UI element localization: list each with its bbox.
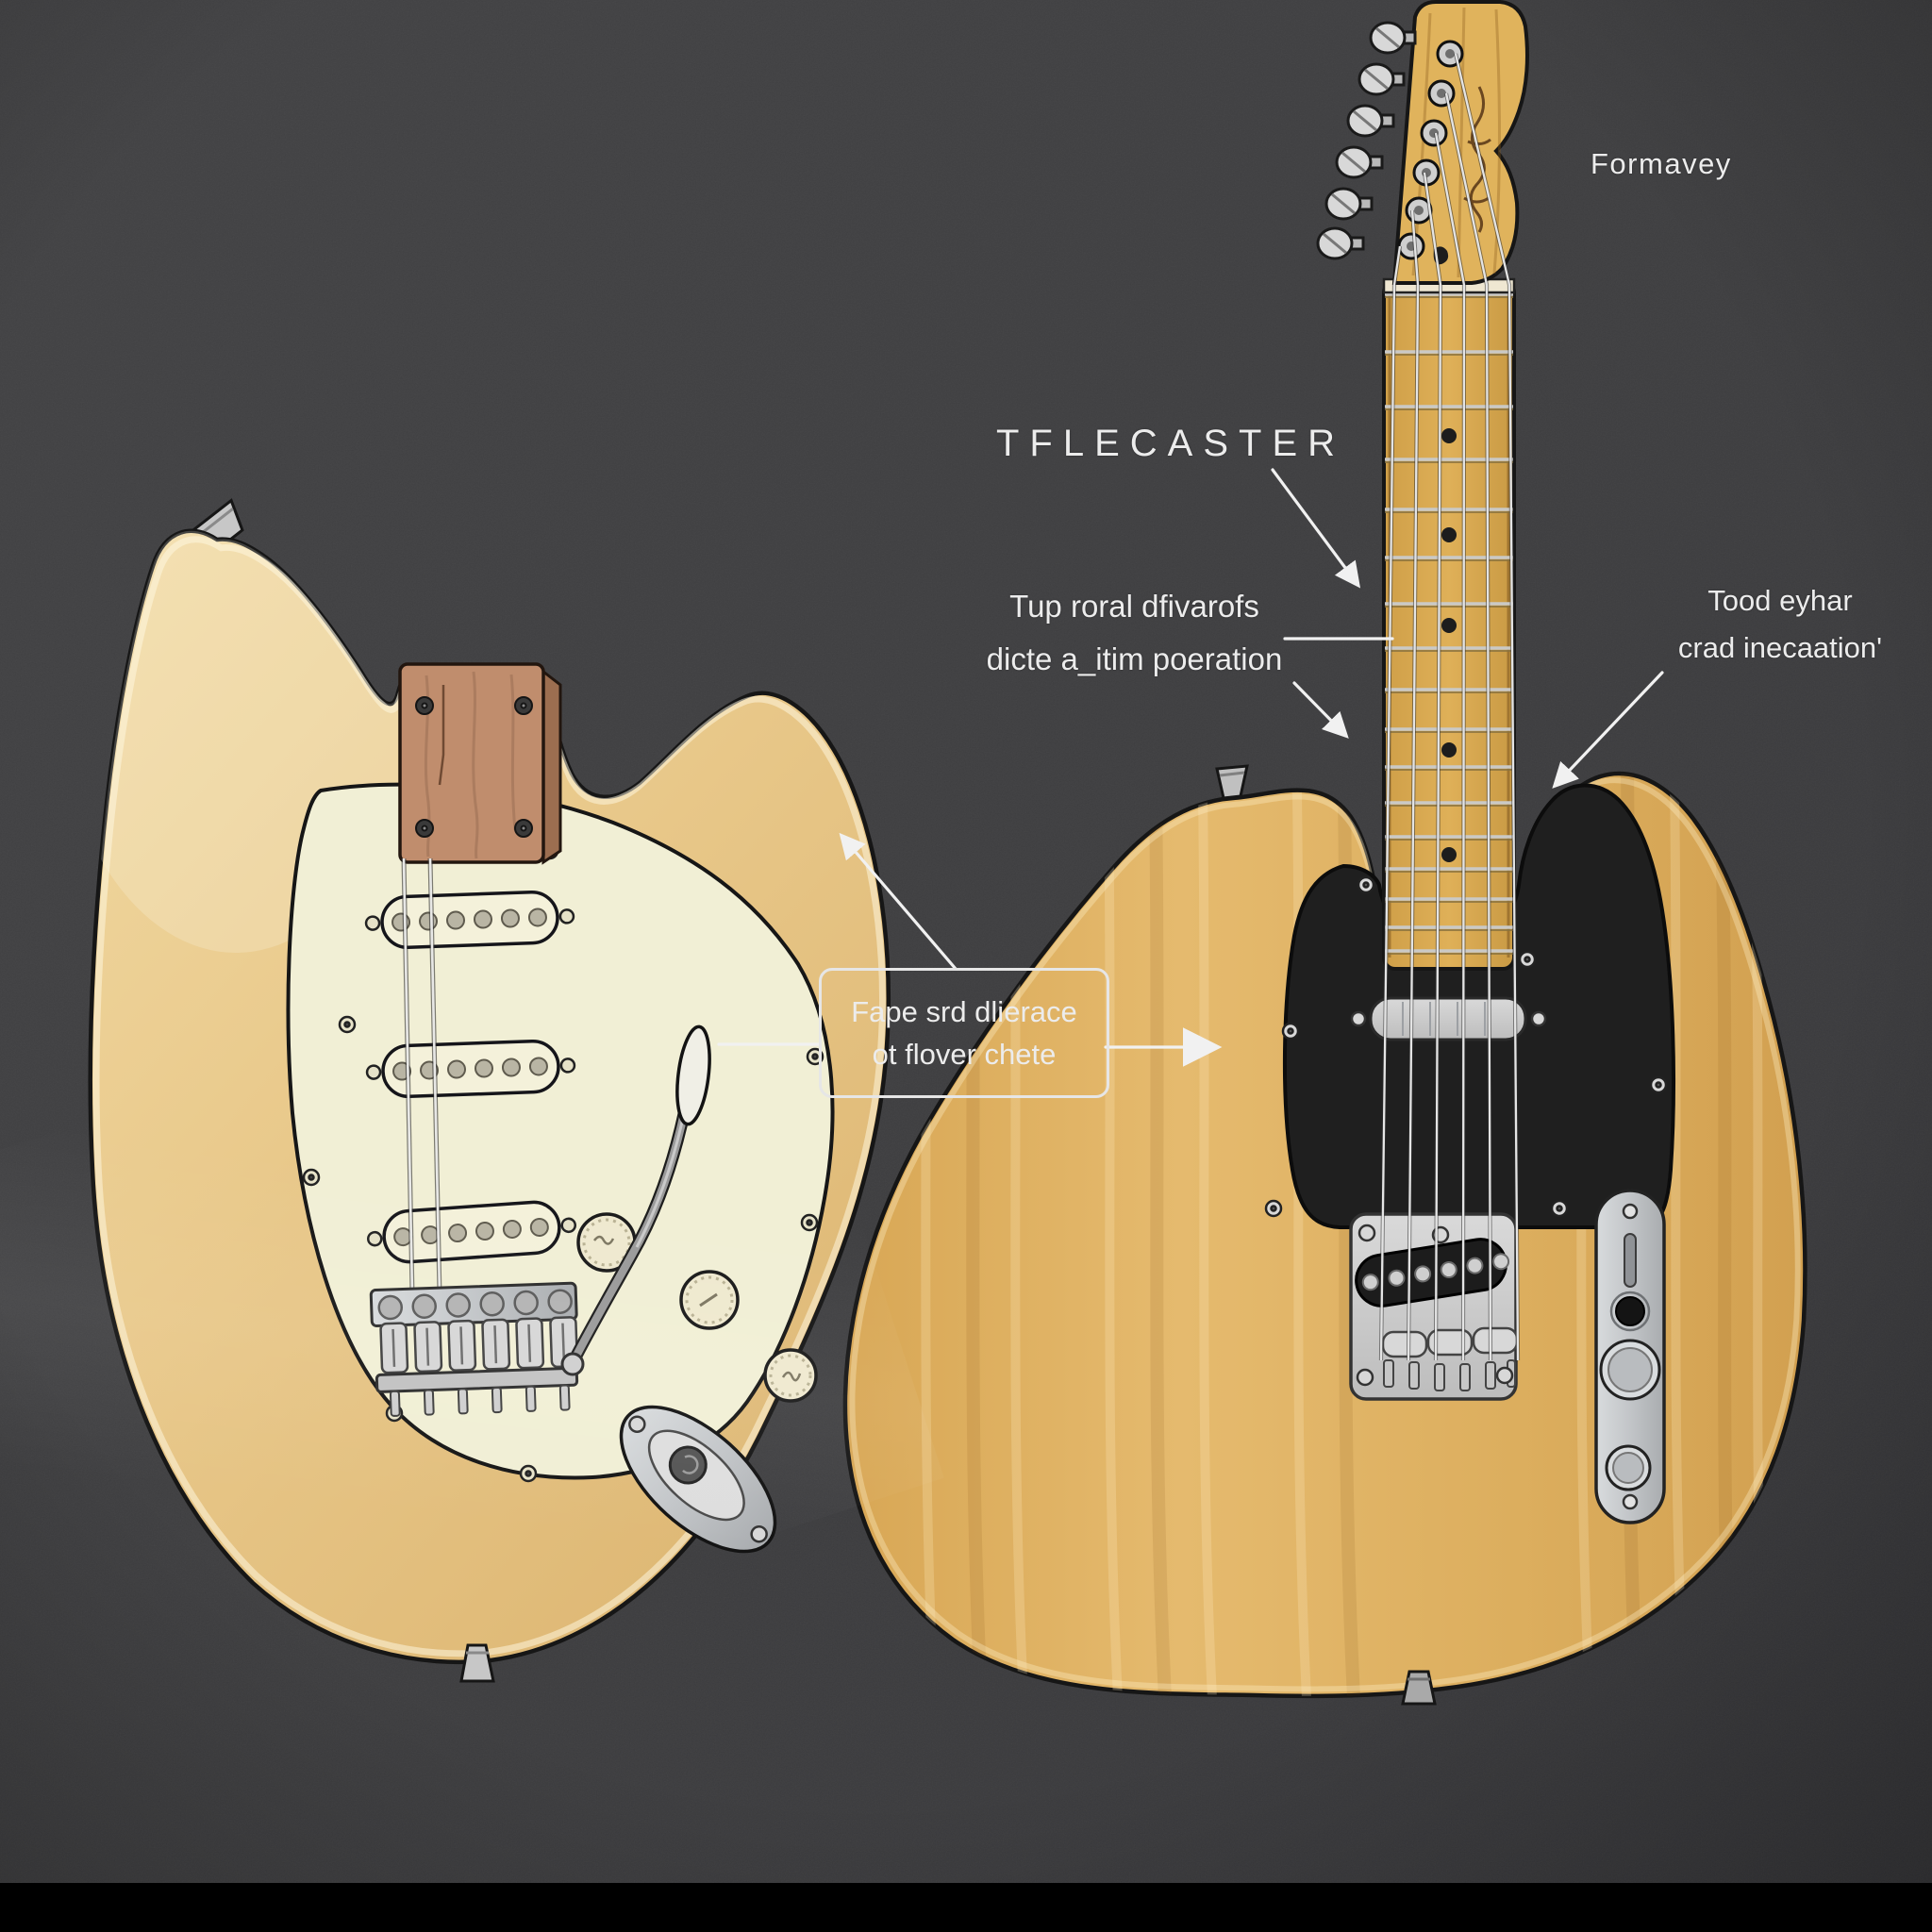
tele-strings (1378, 53, 1521, 1361)
annotation-arrows (717, 468, 1664, 1067)
tele-pickguard-screws (1264, 875, 1668, 1218)
body-annotation-line1: Tood eyhar (1707, 584, 1853, 617)
stratocaster-illustration (88, 498, 891, 1683)
arrow-body-note-to-body (1552, 671, 1664, 789)
body-annotation-line2: crad inecaation' (1677, 631, 1883, 664)
tele-inlay-dots (1441, 428, 1457, 862)
strat-tremolo-arm (560, 1024, 711, 1376)
bottom-black-bar (0, 1883, 1932, 1932)
strat-middle-pickup (365, 1039, 576, 1099)
neck-annotation-line1: Tup roral dfivarofs (1009, 589, 1259, 624)
tele-bridge-assembly (1349, 1212, 1519, 1401)
callout-line1: Fape srd dlierace (851, 995, 1077, 1028)
strat-output-jack (619, 1405, 777, 1554)
strat-tone-knob-1 (679, 1270, 740, 1330)
callout-line2: ot flover chete (872, 1038, 1057, 1071)
tele-tuners (1316, 21, 1464, 260)
tele-strap-button-bottom (1401, 1670, 1437, 1706)
strat-bridge-pickup (367, 1200, 576, 1264)
tele-neck (1382, 277, 1516, 971)
strat-volume-knob (576, 1212, 637, 1273)
model-title-label: TFLECASTER (996, 423, 1346, 464)
tele-strap-button-top (1215, 764, 1249, 800)
neck-annotation: Tup roral dfivarofs dicte a_itim poerati… (967, 580, 1302, 686)
arrow-callout-to-strat (839, 832, 958, 971)
telecaster-illustration (842, 0, 1807, 1706)
brand-label: Formavey (1591, 147, 1732, 180)
strat-strings (401, 858, 442, 1295)
strat-neck-pocket (398, 662, 562, 865)
strat-tone-knob-2 (763, 1348, 818, 1403)
strat-neck-pickup (364, 890, 575, 950)
neck-annotation-line2: dicte a_itim poeration (986, 641, 1283, 676)
callout-box: Fape srd dlierace ot flover chete (819, 968, 1109, 1098)
tele-control-plate (1594, 1189, 1666, 1524)
strat-tremolo-bridge (369, 1281, 579, 1417)
body-annotation: Tood eyhar crad inecaation' (1657, 577, 1904, 672)
strat-strap-button-bottom (459, 1643, 495, 1683)
tele-frets (1385, 292, 1513, 955)
arrow-neck-note-lower (1292, 681, 1349, 739)
arrow-model-to-neck (1271, 468, 1361, 589)
